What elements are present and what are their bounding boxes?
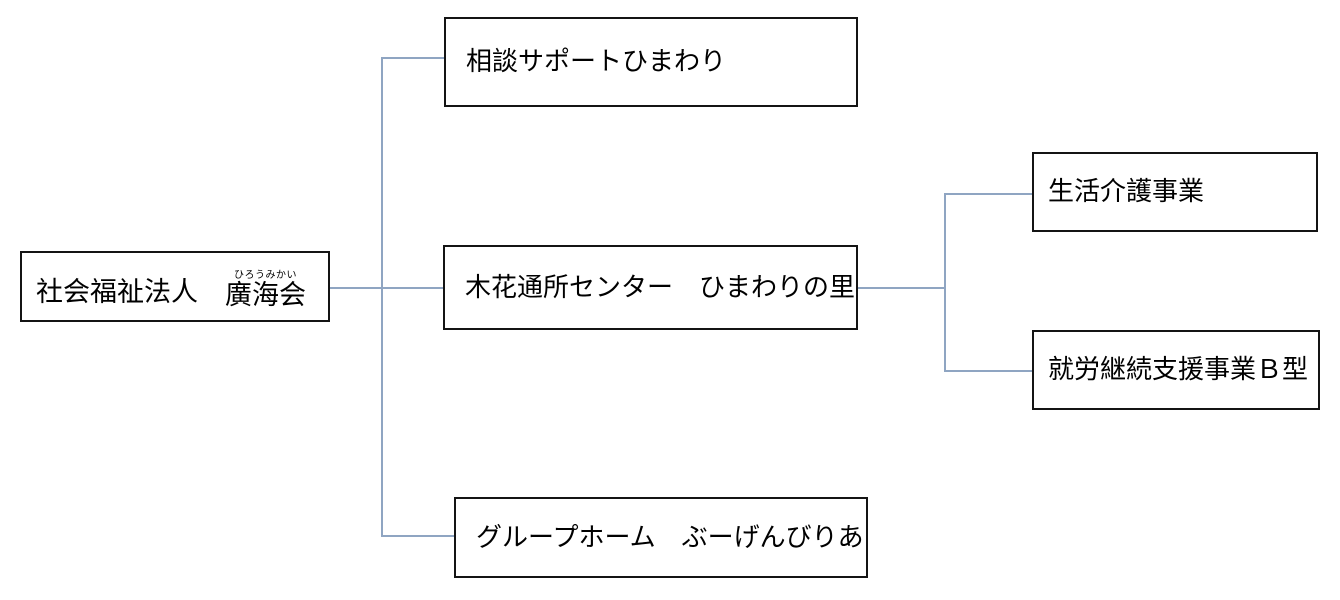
org-node-group-home-label: グループホーム ぶーげんびりあ xyxy=(476,522,864,552)
connector-trunk-to-soudan xyxy=(381,57,445,59)
connector-root-to-trunk xyxy=(330,287,383,289)
org-node-kibana-center[interactable]: 木花通所センター ひまわりの里 xyxy=(443,245,858,330)
org-node-root-prefix: 社会福祉法人 xyxy=(36,276,198,307)
org-node-group-home[interactable]: グループホーム ぶーげんびりあ xyxy=(454,497,868,578)
org-node-root[interactable]: 社会福祉法人 ひろうみかい 廣海会 xyxy=(20,251,330,322)
org-node-shurou-keizoku-b[interactable]: 就労継続支援事業Ｂ型 xyxy=(1032,330,1320,410)
connector-trunk-to-group-home xyxy=(381,535,455,537)
org-node-soudan-support-label: 相談サポートひまわり xyxy=(466,47,727,76)
connector-right-trunk-to-seikatsu xyxy=(944,193,1033,195)
org-node-root-furigana: ひろうみかい xyxy=(234,269,297,281)
org-node-seikatsu-kaigo-label: 生活介護事業 xyxy=(1048,177,1205,206)
org-node-kibana-center-label: 木花通所センター ひまわりの里 xyxy=(465,272,856,302)
org-node-soudan-support[interactable]: 相談サポートひまわり xyxy=(444,17,858,107)
connector-trunk-to-kibana xyxy=(381,287,444,289)
connector-main-vertical-trunk xyxy=(381,57,383,537)
org-node-root-ruby-group: ひろうみかい 廣海会 xyxy=(225,269,306,310)
org-node-root-name: 廣海会 xyxy=(225,279,306,310)
org-node-root-label: 社会福祉法人 ひろうみかい 廣海会 xyxy=(36,268,306,310)
connector-right-trunk-to-shurou xyxy=(944,370,1033,372)
connector-right-vertical-trunk xyxy=(944,193,946,372)
connector-kibana-to-right-trunk xyxy=(858,287,946,289)
org-node-shurou-keizoku-b-label: 就労継続支援事業Ｂ型 xyxy=(1048,355,1309,384)
org-node-root-spacer xyxy=(198,279,225,306)
org-node-seikatsu-kaigo[interactable]: 生活介護事業 xyxy=(1032,152,1318,232)
